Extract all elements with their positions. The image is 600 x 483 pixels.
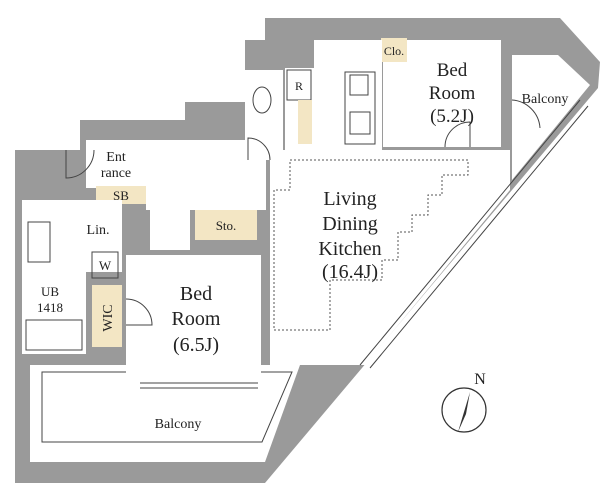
- bath-label-2: 1418: [37, 300, 63, 315]
- bedroom-top-area-label: (5.2J): [430, 106, 474, 127]
- bedroom-bottom-label-1: Bed: [180, 283, 212, 305]
- door-balcony-top: [511, 99, 541, 129]
- bath-label-1: UB: [41, 284, 59, 299]
- linen-area: [22, 200, 122, 272]
- entrance-label-2: rance: [101, 166, 131, 181]
- washer-label: W: [99, 258, 112, 273]
- washer: [91, 251, 119, 279]
- compass-circle: [441, 387, 487, 433]
- compass-label: N: [474, 371, 486, 388]
- closet-area: [381, 38, 407, 62]
- ldk-label-2: Dining: [322, 213, 378, 235]
- diagonal-window-2: [369, 105, 589, 369]
- wic-area: [92, 285, 122, 347]
- toilet-bowl: [252, 86, 272, 114]
- entrance-label-1: Ent: [106, 150, 126, 165]
- bedroom-top-label-2: Room: [429, 83, 476, 104]
- basin: [27, 221, 51, 263]
- door-bed-bottom: [125, 298, 153, 326]
- balcony-top-area: [512, 55, 590, 180]
- hallway: [146, 140, 266, 210]
- counter: [344, 71, 376, 145]
- door-toilet: [247, 137, 271, 161]
- balcony-bottom-label: Balcony: [155, 417, 202, 432]
- balcony-top-label: Balcony: [522, 92, 569, 107]
- entrance-area: [86, 140, 146, 188]
- tan-shelf: [298, 100, 312, 144]
- closet-label: Clo.: [384, 44, 404, 58]
- kitchen-strip: [314, 40, 382, 150]
- ldk-label-1: Living: [323, 188, 376, 210]
- compass-needle-icon: [458, 392, 470, 432]
- bedroom-bottom-label-2: Room: [172, 308, 221, 330]
- linen-label: Lin.: [87, 223, 110, 238]
- refrigerator-label: R: [295, 79, 303, 93]
- storage-label: Sto.: [216, 218, 237, 233]
- ldk-area: [270, 150, 510, 365]
- balcony-bottom-area: [30, 365, 300, 462]
- stove: [349, 74, 369, 96]
- bedroom-bottom-area-label: (6.5J): [173, 334, 219, 356]
- diagonal-window: [359, 99, 581, 366]
- bath-area: [22, 272, 86, 354]
- door-bed-top: [444, 121, 471, 148]
- ldk-dotted-outline: [273, 159, 469, 331]
- tub: [25, 319, 83, 351]
- shoe-box: [96, 186, 146, 204]
- compass: N: [441, 371, 487, 433]
- ldk-area-label: (16.4J): [322, 261, 378, 283]
- bedroom-top-label-1: Bed: [437, 60, 468, 81]
- hall-link: [150, 205, 190, 250]
- wic-label: WIC: [101, 304, 116, 331]
- shoe-box-label: SB: [113, 188, 129, 203]
- sink: [349, 111, 371, 135]
- ldk-label-3: Kitchen: [318, 238, 381, 260]
- bedroom-bottom-area: [126, 255, 261, 385]
- storage-area: [195, 210, 257, 240]
- door-entrance: [65, 149, 95, 179]
